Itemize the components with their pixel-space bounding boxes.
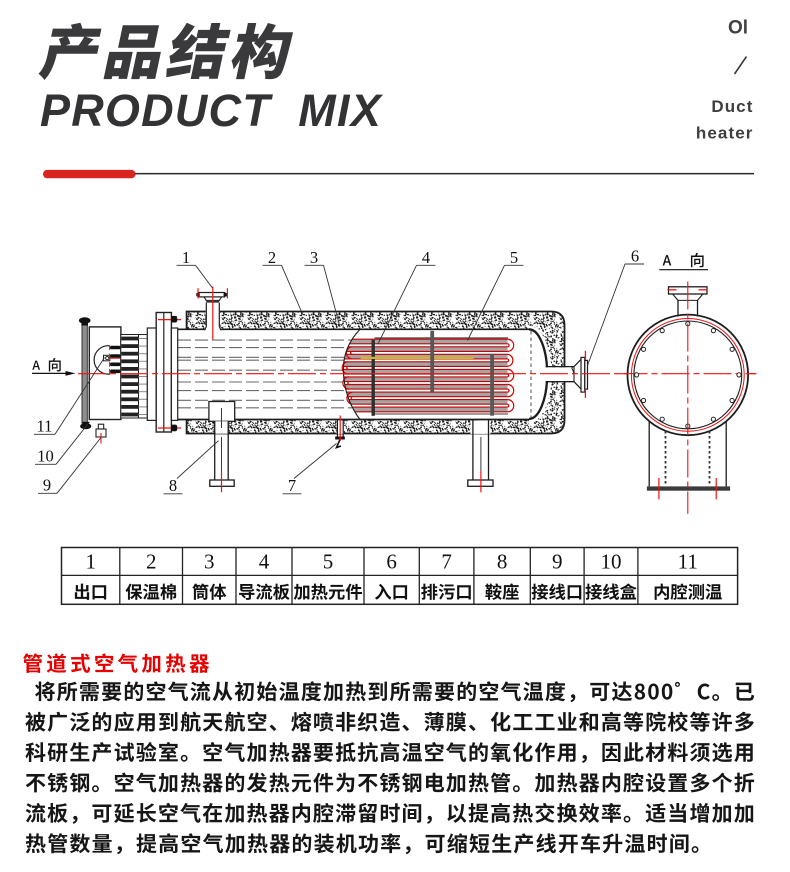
- svg-text:2: 2: [268, 248, 276, 267]
- svg-text:8: 8: [169, 476, 177, 495]
- svg-text:11: 11: [37, 417, 53, 436]
- svg-text:6: 6: [386, 549, 397, 573]
- svg-text:11: 11: [678, 549, 698, 573]
- svg-text:1: 1: [85, 549, 96, 573]
- svg-text:1: 1: [182, 248, 190, 267]
- svg-text:heater: heater: [696, 124, 754, 143]
- svg-text:9: 9: [43, 476, 51, 495]
- svg-text:2: 2: [146, 549, 157, 573]
- svg-text:Ol: Ol: [728, 18, 748, 39]
- svg-text:3: 3: [204, 549, 215, 573]
- svg-text:3: 3: [310, 248, 318, 267]
- svg-text:7: 7: [288, 476, 296, 495]
- svg-text:9: 9: [552, 549, 563, 573]
- svg-text:8: 8: [497, 549, 508, 573]
- svg-text:4: 4: [259, 549, 270, 573]
- svg-text:10: 10: [37, 447, 54, 466]
- svg-text:4: 4: [422, 248, 430, 267]
- svg-text:Duct: Duct: [711, 97, 753, 116]
- svg-text:5: 5: [323, 549, 334, 573]
- svg-text:10: 10: [601, 549, 622, 573]
- svg-text:5: 5: [510, 248, 518, 267]
- svg-text:PRODUCT MIX: PRODUCT MIX: [40, 85, 384, 136]
- svg-text:7: 7: [441, 549, 452, 573]
- svg-text:6: 6: [631, 247, 639, 266]
